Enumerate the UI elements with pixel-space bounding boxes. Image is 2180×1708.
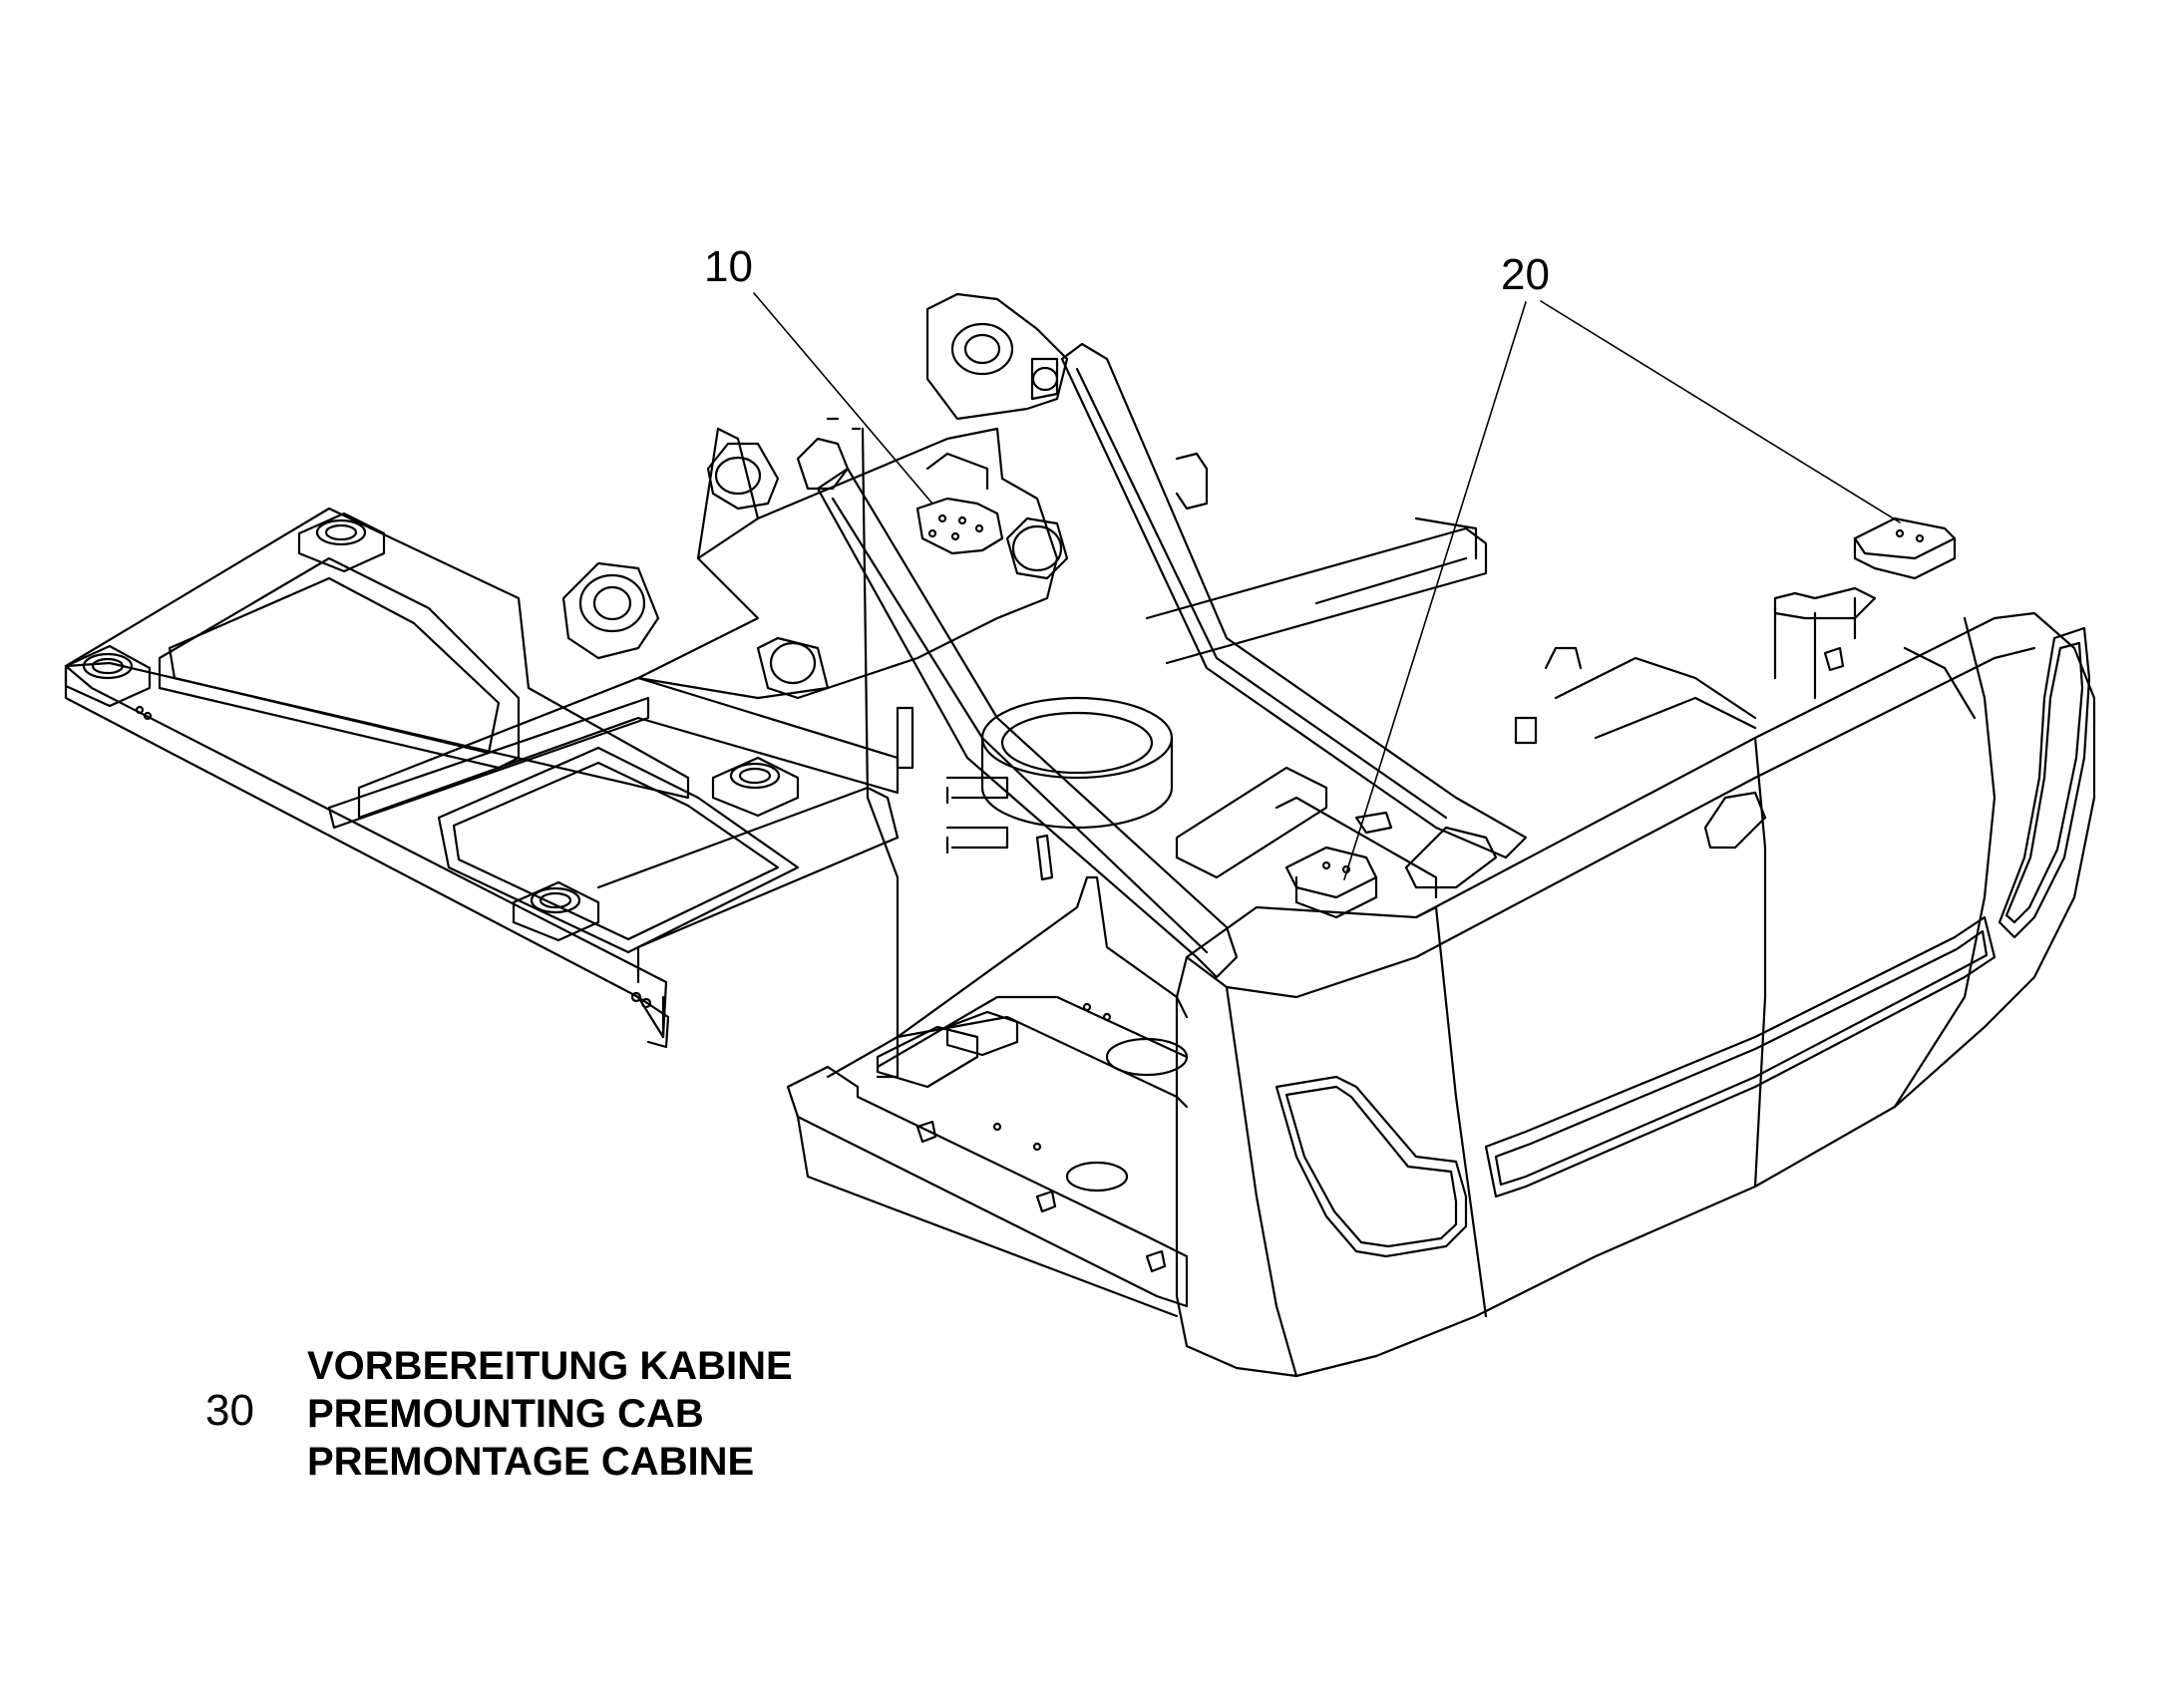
leader-10 (753, 292, 933, 505)
left-outrigger-frame (64, 507, 900, 1049)
counterweight (1175, 516, 2096, 1378)
main-frame (561, 292, 1528, 1079)
leader-20b (1540, 300, 1901, 523)
legend-text: VORBEREITUNG KABINE PREMOUNTING CAB PREM… (307, 1342, 793, 1486)
callout-leaders (753, 292, 1901, 880)
legend-line-fr: PREMONTAGE CABINE (307, 1440, 755, 1484)
legend-line-de: VORBEREITUNG KABINE (307, 1344, 793, 1388)
callout-20: 20 (1501, 250, 1550, 299)
legend-number: 30 (205, 1386, 254, 1435)
right-lower-frame (786, 875, 1189, 1318)
legend-line-en: PREMOUNTING CAB (307, 1392, 704, 1436)
leader-20a (1343, 301, 1527, 880)
callout-10: 10 (704, 242, 753, 291)
